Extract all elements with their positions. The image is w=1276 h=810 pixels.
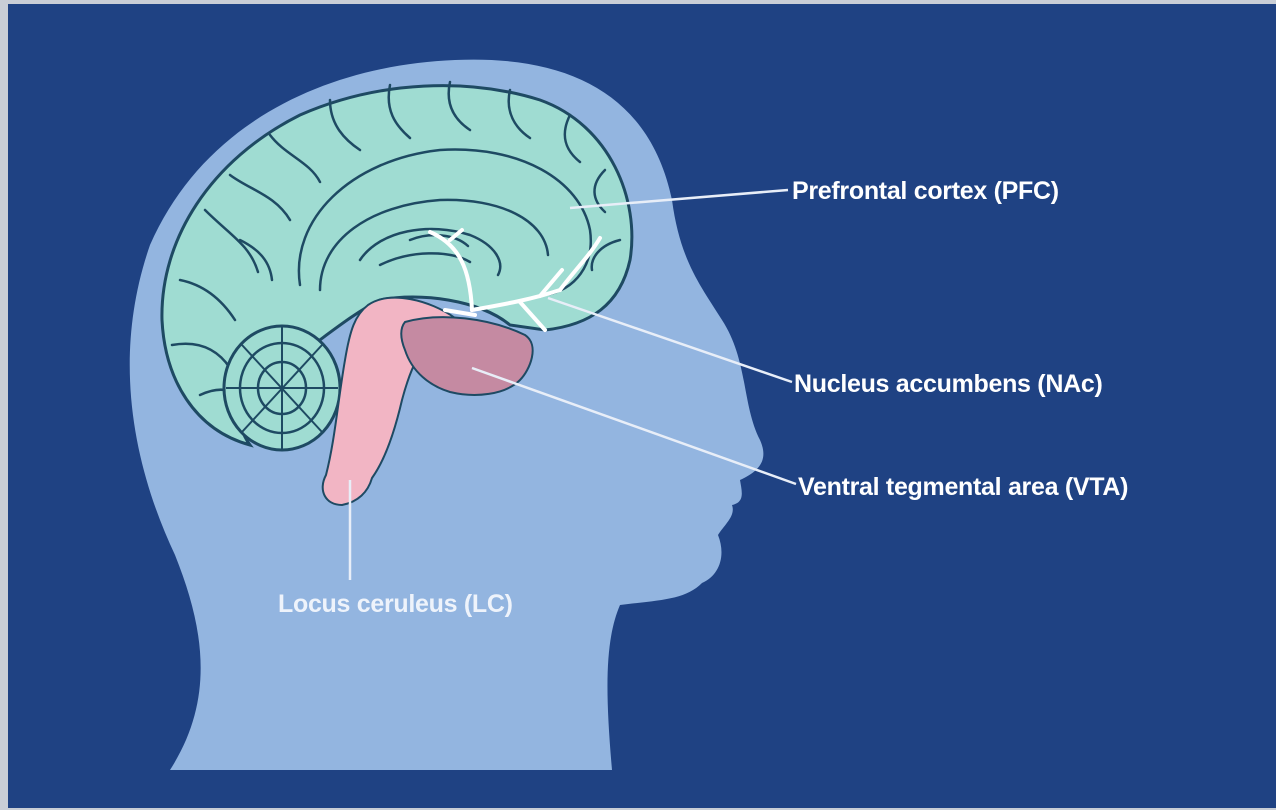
nac-label: Nucleus accumbens (NAc) bbox=[794, 370, 1102, 398]
lc-label: Locus ceruleus (LC) bbox=[278, 590, 513, 618]
cerebellum bbox=[224, 326, 340, 450]
pfc-label: Prefrontal cortex (PFC) bbox=[792, 177, 1059, 205]
vta-label: Ventral tegmental area (VTA) bbox=[798, 473, 1128, 501]
